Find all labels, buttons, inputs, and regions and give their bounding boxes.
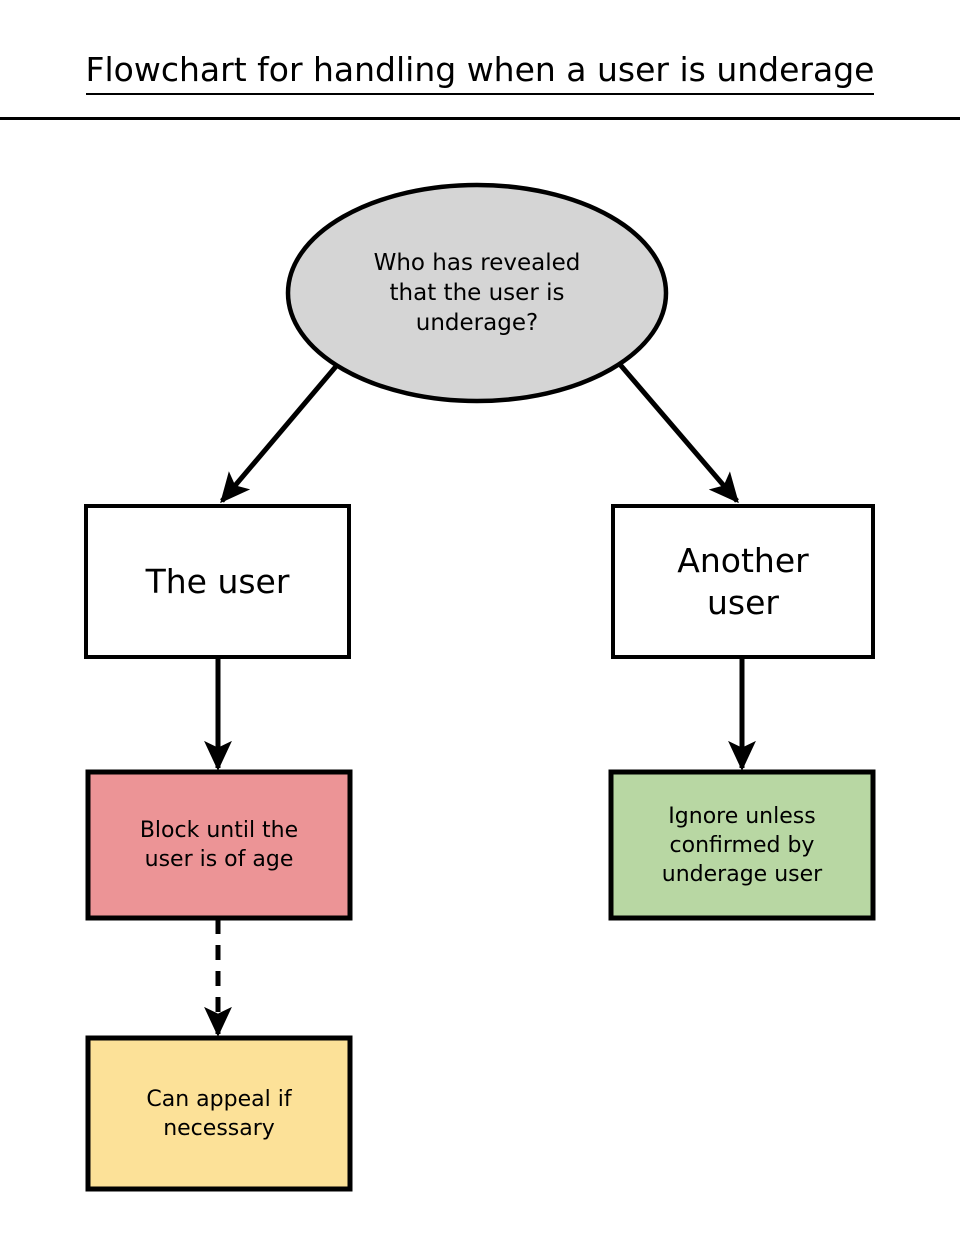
node-block-shape[interactable] [85, 769, 353, 921]
node-another-user-shape[interactable] [611, 504, 875, 659]
edge-layer [204, 359, 756, 1037]
edge-decision-to-the-user [220, 362, 340, 504]
page-title-container: Flowchart for handling when a user is un… [0, 26, 960, 117]
node-the-user-shape[interactable] [84, 504, 351, 659]
node-appeal-shape[interactable] [85, 1035, 353, 1192]
page-title: Flowchart for handling when a user is un… [85, 48, 875, 96]
node-shape-layer [84, 182, 876, 1192]
node-decision-shape[interactable] [285, 182, 669, 404]
header-divider [0, 117, 960, 120]
node-ignore-shape[interactable] [608, 769, 876, 921]
edge-decision-to-another-user [615, 359, 739, 504]
